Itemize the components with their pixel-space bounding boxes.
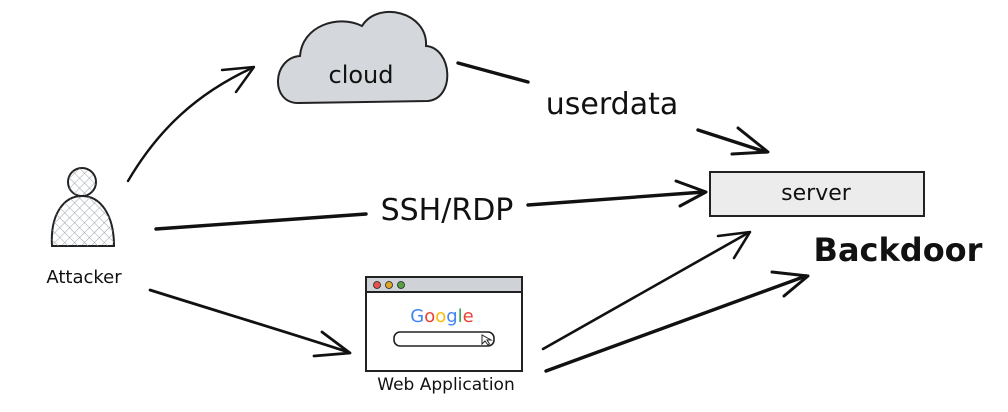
google-logo-letter: G bbox=[410, 306, 424, 327]
server-label: server bbox=[781, 181, 852, 206]
google-logo-letter: e bbox=[463, 306, 474, 327]
edge-attacker-to-webapp bbox=[148, 288, 352, 358]
browser-dot-red bbox=[373, 281, 381, 289]
userdata-label: userdata bbox=[546, 87, 678, 122]
browser-dot-yellow bbox=[385, 281, 393, 289]
edge-webapp-to-server bbox=[541, 230, 752, 351]
edge-attacker-to-cloud bbox=[126, 65, 256, 183]
google-logo-letter: g bbox=[446, 306, 457, 327]
google-logo-letter: o bbox=[435, 306, 446, 327]
google-logo-letter: o bbox=[424, 306, 435, 327]
edge-cloud-to-server: userdata bbox=[456, 61, 770, 156]
cursor-icon bbox=[481, 334, 493, 346]
edge-webapp-to-backdoor bbox=[544, 270, 810, 373]
google-logo: Google bbox=[410, 306, 474, 327]
browser-dot-green bbox=[397, 281, 405, 289]
webapp-node: Google Web Application bbox=[365, 276, 523, 395]
ssh-label: SSH/RDP bbox=[381, 193, 514, 228]
server-box bbox=[709, 171, 925, 217]
cloud-label: cloud bbox=[329, 61, 394, 89]
cloud-shape bbox=[277, 10, 449, 105]
server-node: server bbox=[709, 171, 925, 217]
browser-titlebar bbox=[365, 276, 523, 293]
cloud-node: cloud bbox=[277, 10, 449, 105]
browser-search-box bbox=[393, 331, 495, 347]
attacker-label: Attacker bbox=[46, 267, 122, 288]
webapp-label: Web Application bbox=[377, 375, 514, 395]
backdoor-label: Backdoor bbox=[814, 231, 983, 269]
google-logo-letter: l bbox=[458, 306, 463, 327]
attacker-node: Attacker bbox=[46, 167, 122, 288]
edge-attacker-to-server: SSH/RDP bbox=[154, 179, 708, 231]
